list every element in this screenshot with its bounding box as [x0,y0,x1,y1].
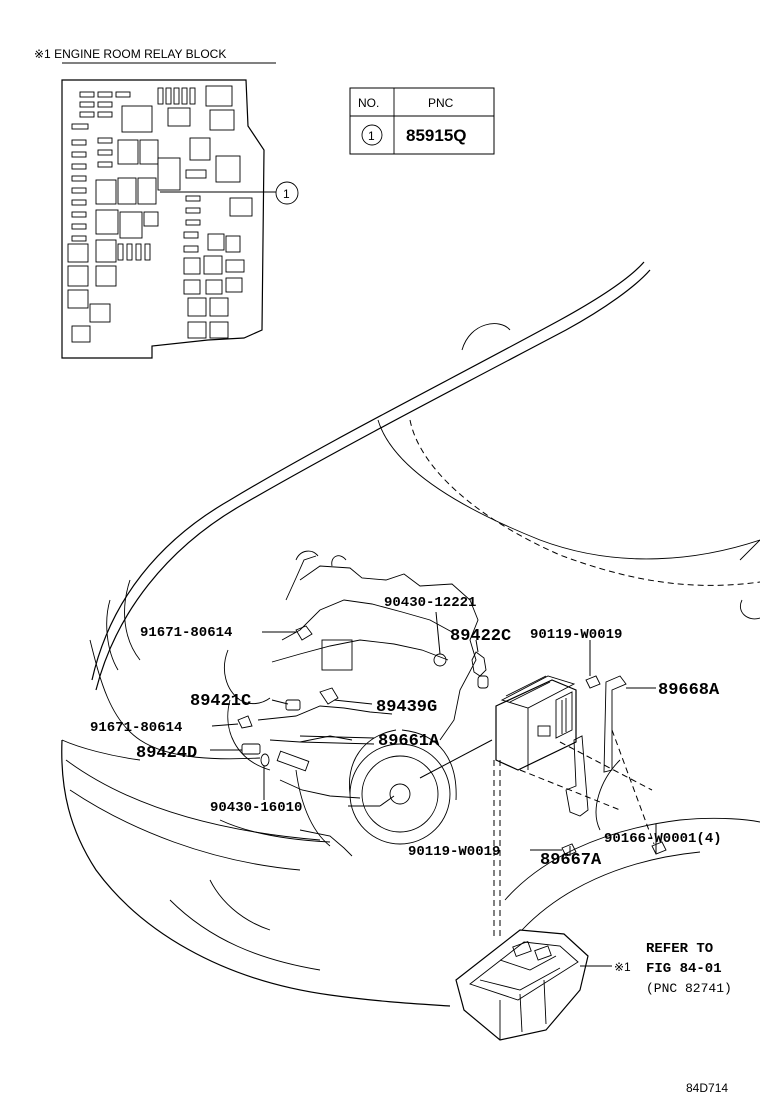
part-label-90119-W0019-top: 90119-W0019 [530,627,622,643]
refer-line-1: REFER TO [646,941,713,957]
part-label-90430-12221: 90430-12221 [384,595,476,611]
table-header-no: NO. [358,96,379,110]
ecu-drawing [493,675,667,940]
part-label-91671-80614-top: 91671-80614 [140,625,232,641]
part-label-91671-80614-lower: 91671-80614 [90,720,182,736]
part-label-89421C: 89421C [190,692,251,711]
part-label-89439G: 89439G [376,698,437,717]
part-label-89424D: 89424D [136,744,197,763]
table-header-pnc: PNC [428,96,454,110]
engine-drawing [219,550,479,857]
relay-block-title: ※1 ENGINE ROOM RELAY BLOCK [34,47,226,61]
pnc-table: NO. PNC 1 85915Q [349,87,495,155]
sensor-parts [237,625,489,767]
part-label-90119-W0019-lower: 90119-W0019 [408,844,500,860]
refer-marker: ※1 [614,960,631,974]
figure-code: 84D714 [686,1081,728,1095]
refer-line-2: FIG 84-01 [646,961,722,977]
part-label-90430-16010: 90430-16010 [210,800,302,816]
callout-number: 1 [283,187,290,201]
part-label-89667A: 89667A [540,851,602,870]
relay-block-drawing [61,79,265,359]
table-row-pnc: 85915Q [406,126,467,145]
part-label-89661A: 89661A [378,732,440,751]
part-label-90166-W0001: 90166-W0001(4) [604,831,722,847]
car-body-drawing [61,261,760,1007]
fuse-box-drawing [455,929,612,1041]
leader-lines [210,611,657,856]
part-label-89668A: 89668A [658,681,720,700]
part-label-89422C: 89422C [450,627,511,646]
table-row-no: 1 [368,129,375,143]
refer-line-3: (PNC 82741) [646,981,732,996]
callout-circle [275,181,299,205]
